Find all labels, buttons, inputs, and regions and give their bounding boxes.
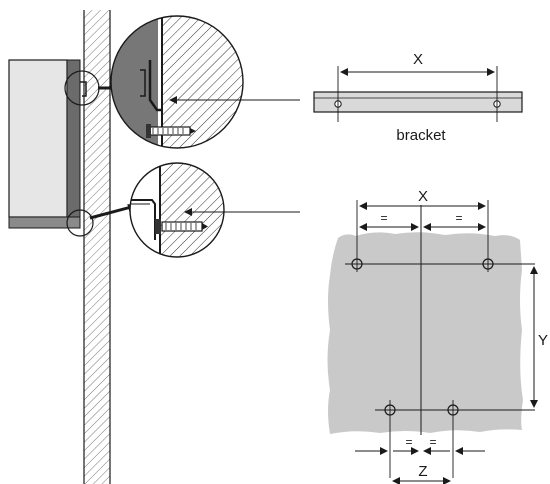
cabinet-side-view xyxy=(8,59,87,229)
bottom-detail-view xyxy=(129,162,300,258)
bottom-equal-right-label: = xyxy=(429,435,436,449)
bottom-equal-left-label: = xyxy=(405,435,412,449)
bottom-callout-circle xyxy=(66,209,94,237)
bracket-caption: bracket xyxy=(396,127,446,144)
bracket-width-label: X xyxy=(413,51,423,68)
equal-right-label: = xyxy=(455,211,462,225)
bottom-callout-arrow xyxy=(89,203,136,220)
top-detail-view xyxy=(110,15,300,149)
bottom-width-label: Z xyxy=(418,463,427,480)
wall-surface-layout xyxy=(327,200,538,484)
bracket-drawing xyxy=(313,66,523,122)
equal-left-label: = xyxy=(380,211,387,225)
holes-width-label: X xyxy=(418,188,428,205)
vertical-distance-label: Y xyxy=(538,332,548,349)
